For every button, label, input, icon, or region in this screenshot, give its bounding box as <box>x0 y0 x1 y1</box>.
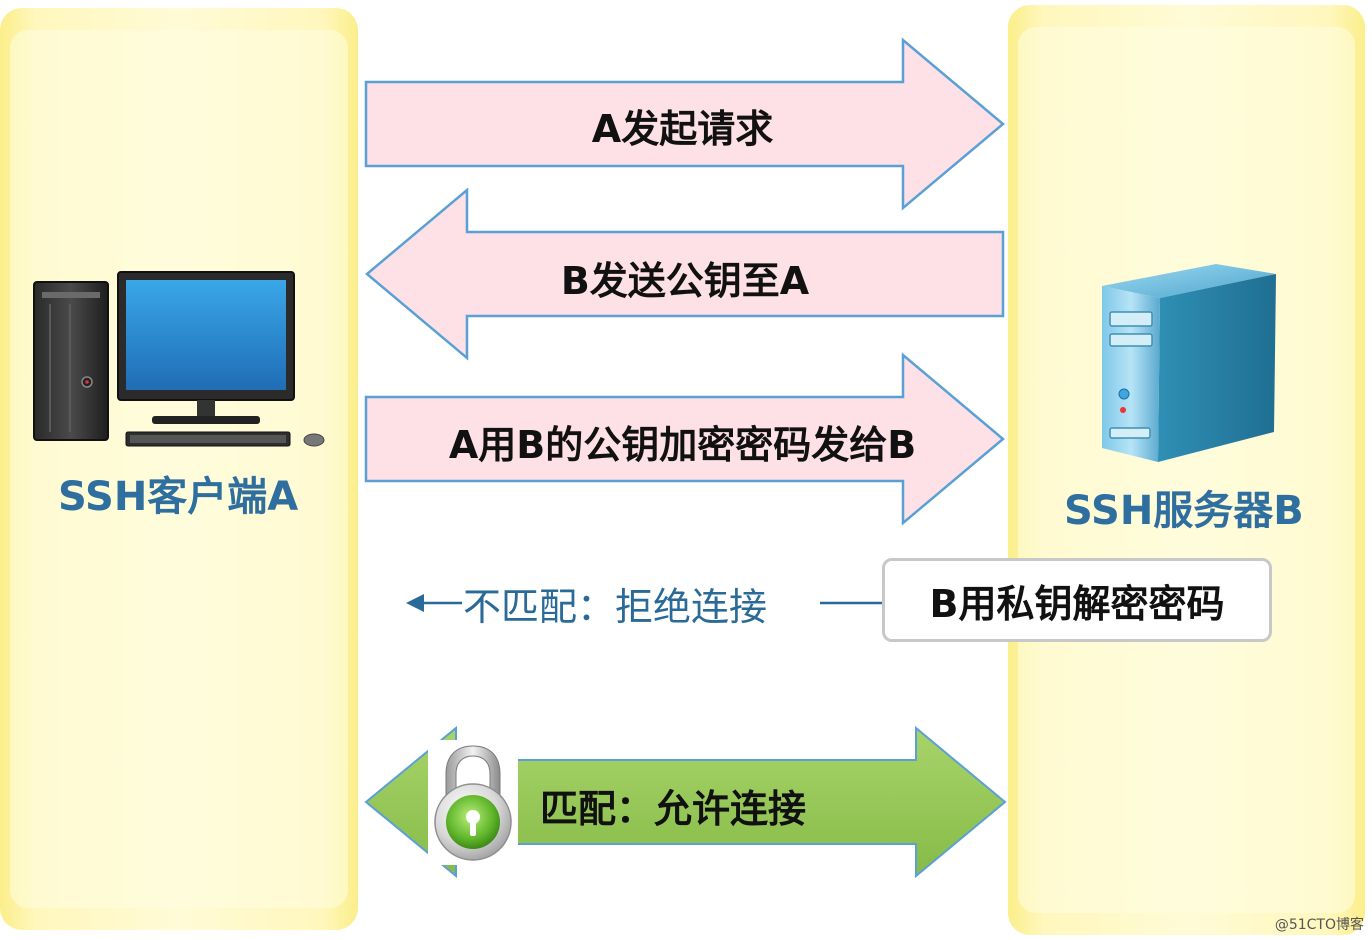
computer-icon <box>33 271 325 447</box>
client-panel <box>0 8 358 930</box>
client-label: SSH客户端A <box>58 474 299 520</box>
accept-label: 匹配：允许连接 <box>540 787 807 831</box>
send-key-label: B发送公钥至A <box>560 259 810 303</box>
encrypt-label: A用B的公钥加密密码发给B <box>448 423 917 467</box>
reject-text: 不匹配：拒绝连接 <box>463 584 768 629</box>
request-label: A发起请求 <box>591 107 774 151</box>
decrypt-box: B用私钥解密密码 <box>882 558 1272 642</box>
padlock-icon <box>428 740 518 865</box>
server-panel <box>1008 5 1365 935</box>
server-label: SSH服务器B <box>1064 488 1304 534</box>
reject-label: 不匹配：拒绝连接 <box>405 576 767 630</box>
server-icon <box>1102 264 1276 462</box>
watermark: @51CTO博客 <box>1274 917 1364 933</box>
